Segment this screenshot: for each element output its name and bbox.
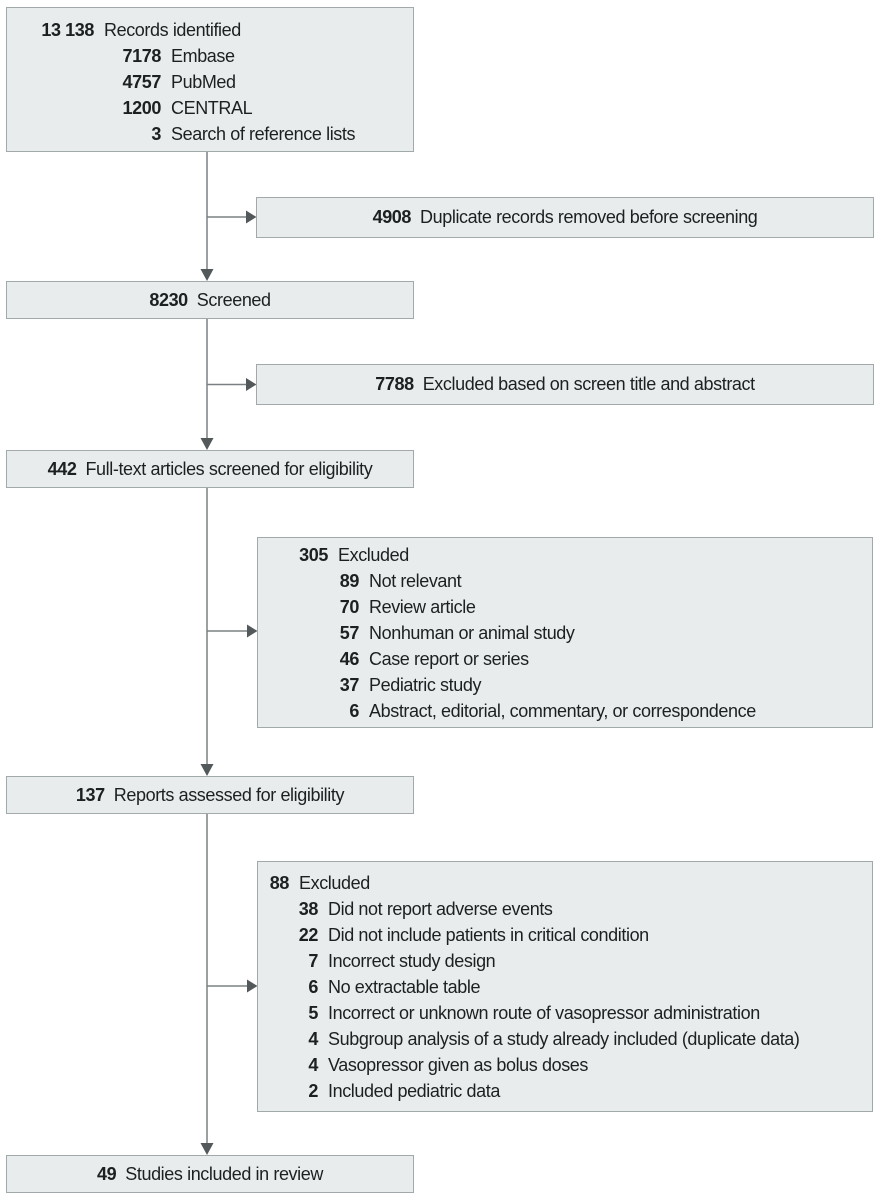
count-label: Full-text articles screened for eligibil… (85, 458, 373, 479)
arrowhead-duplicates (246, 210, 257, 224)
count-value: 57 (339, 623, 360, 643)
count-row: 57 Nonhuman or animal study (298, 620, 868, 646)
count-value: 4 (308, 1055, 318, 1075)
count-label: Subgroup analysis of a study already inc… (328, 1029, 800, 1049)
count-label: Incorrect or unknown route of vasopresso… (328, 1003, 760, 1023)
count-value: 13 138 (41, 20, 94, 40)
count-label: Included pediatric data (328, 1081, 500, 1101)
count-row: 2 Included pediatric data (268, 1078, 868, 1104)
count-value: 5 (308, 1003, 318, 1023)
arrowhead-title-excluded (246, 378, 257, 391)
count-row: 46 Case report or series (298, 646, 868, 672)
count-row: 6 Abstract, editorial, commentary, or co… (298, 698, 868, 724)
count-label: Excluded (299, 873, 370, 893)
arrowhead-ft-excluded (247, 624, 258, 638)
count-value: 4757 (122, 72, 162, 92)
count-label: Pediatric study (369, 675, 482, 695)
count-label: Excluded based on screen title and abstr… (422, 374, 755, 394)
count-label: Abstract, editorial, commentary, or corr… (369, 701, 756, 721)
count-label: No extractable table (328, 977, 481, 997)
count-label: Incorrect study design (328, 951, 496, 971)
count-value: 6 (308, 977, 318, 997)
arrowhead-fulltext (200, 438, 214, 450)
count-row: 305 Excluded (298, 542, 868, 568)
count-label: Embase (171, 46, 235, 66)
box-studies-included: 49 Studies included in review (6, 1155, 414, 1193)
count-label: Did not report adverse events (328, 899, 553, 919)
arrowhead-r-excluded (247, 979, 258, 993)
count-row: 22 Did not include patients in critical … (268, 922, 868, 948)
count-label: Records identified (104, 20, 241, 40)
count-value: 3 (151, 124, 161, 144)
count-value: 8230 (149, 289, 188, 310)
count-value: 37 (339, 675, 360, 695)
count-row: 3 Search of reference lists (29, 121, 409, 147)
box-records-identified: 13 138 Records identified 7178 Embase 47… (6, 7, 414, 152)
count-value: 70 (339, 597, 360, 617)
count-label: Not relevant (369, 571, 462, 591)
box-excluded-title-abstract: 7788 Excluded based on screen title and … (256, 364, 874, 405)
count-label: CENTRAL (171, 98, 253, 118)
count-label: Studies included in review (125, 1163, 323, 1184)
box-duplicates-removed: 4908 Duplicate records removed before sc… (256, 197, 874, 238)
count-value: 2 (308, 1081, 318, 1101)
count-label: Nonhuman or animal study (369, 623, 575, 643)
count-value: 442 (47, 458, 77, 479)
count-row: 4757 PubMed (29, 69, 409, 95)
count-row: 38 Did not report adverse events (268, 896, 868, 922)
box-fulltext-excluded: 305 Excluded 89 Not relevant 70 Review a… (257, 537, 873, 728)
count-row: 1200 CENTRAL (29, 95, 409, 121)
count-value: 305 (299, 545, 328, 565)
count-label: Screened (196, 289, 271, 310)
count-label: Reports assessed for eligibility (113, 784, 345, 805)
count-label: Vasopressor given as bolus doses (328, 1055, 589, 1075)
arrowhead-included (200, 1143, 214, 1155)
count-value: 6 (349, 701, 359, 721)
arrowhead-assessed (200, 764, 214, 776)
box-reports-excluded: 88 Excluded 38 Did not report adverse ev… (257, 861, 873, 1112)
count-value: 1200 (122, 98, 162, 118)
box-screened: 8230 Screened (6, 281, 414, 319)
count-value: 88 (269, 873, 290, 893)
count-row: 70 Review article (298, 594, 868, 620)
count-row: 5 Incorrect or unknown route of vasopres… (268, 1000, 868, 1026)
count-label: Did not include patients in critical con… (328, 925, 649, 945)
count-value: 46 (339, 649, 360, 669)
count-label: Review article (369, 597, 476, 617)
count-value: 22 (298, 925, 319, 945)
count-label: Case report or series (369, 649, 529, 669)
count-label: Excluded (338, 545, 409, 565)
count-label: Search of reference lists (171, 124, 356, 144)
count-row: 7 Incorrect study design (268, 948, 868, 974)
box-fulltext-screened: 442 Full-text articles screened for elig… (6, 450, 414, 488)
count-label: Duplicate records removed before screeni… (420, 207, 758, 227)
count-row: 88 Excluded (268, 870, 868, 896)
count-row: 6 No extractable table (268, 974, 868, 1000)
count-value: 7788 (375, 374, 414, 394)
count-row: 13 138 Records identified (29, 17, 409, 43)
count-row: 89 Not relevant (298, 568, 868, 594)
count-row: 37 Pediatric study (298, 672, 868, 698)
count-row: 4 Subgroup analysis of a study already i… (268, 1026, 868, 1052)
count-value: 4908 (372, 207, 412, 227)
arrowhead-screened (200, 269, 214, 281)
count-value: 38 (298, 899, 319, 919)
count-value: 89 (339, 571, 360, 591)
count-row: 7178 Embase (29, 43, 409, 69)
count-value: 7178 (122, 46, 162, 66)
box-reports-assessed: 137 Reports assessed for eligibility (6, 776, 414, 814)
count-value: 49 (97, 1163, 117, 1184)
count-value: 137 (75, 784, 105, 805)
count-row: 4 Vasopressor given as bolus doses (268, 1052, 868, 1078)
count-value: 4 (308, 1029, 318, 1049)
count-value: 7 (308, 951, 318, 971)
count-label: PubMed (171, 72, 236, 92)
